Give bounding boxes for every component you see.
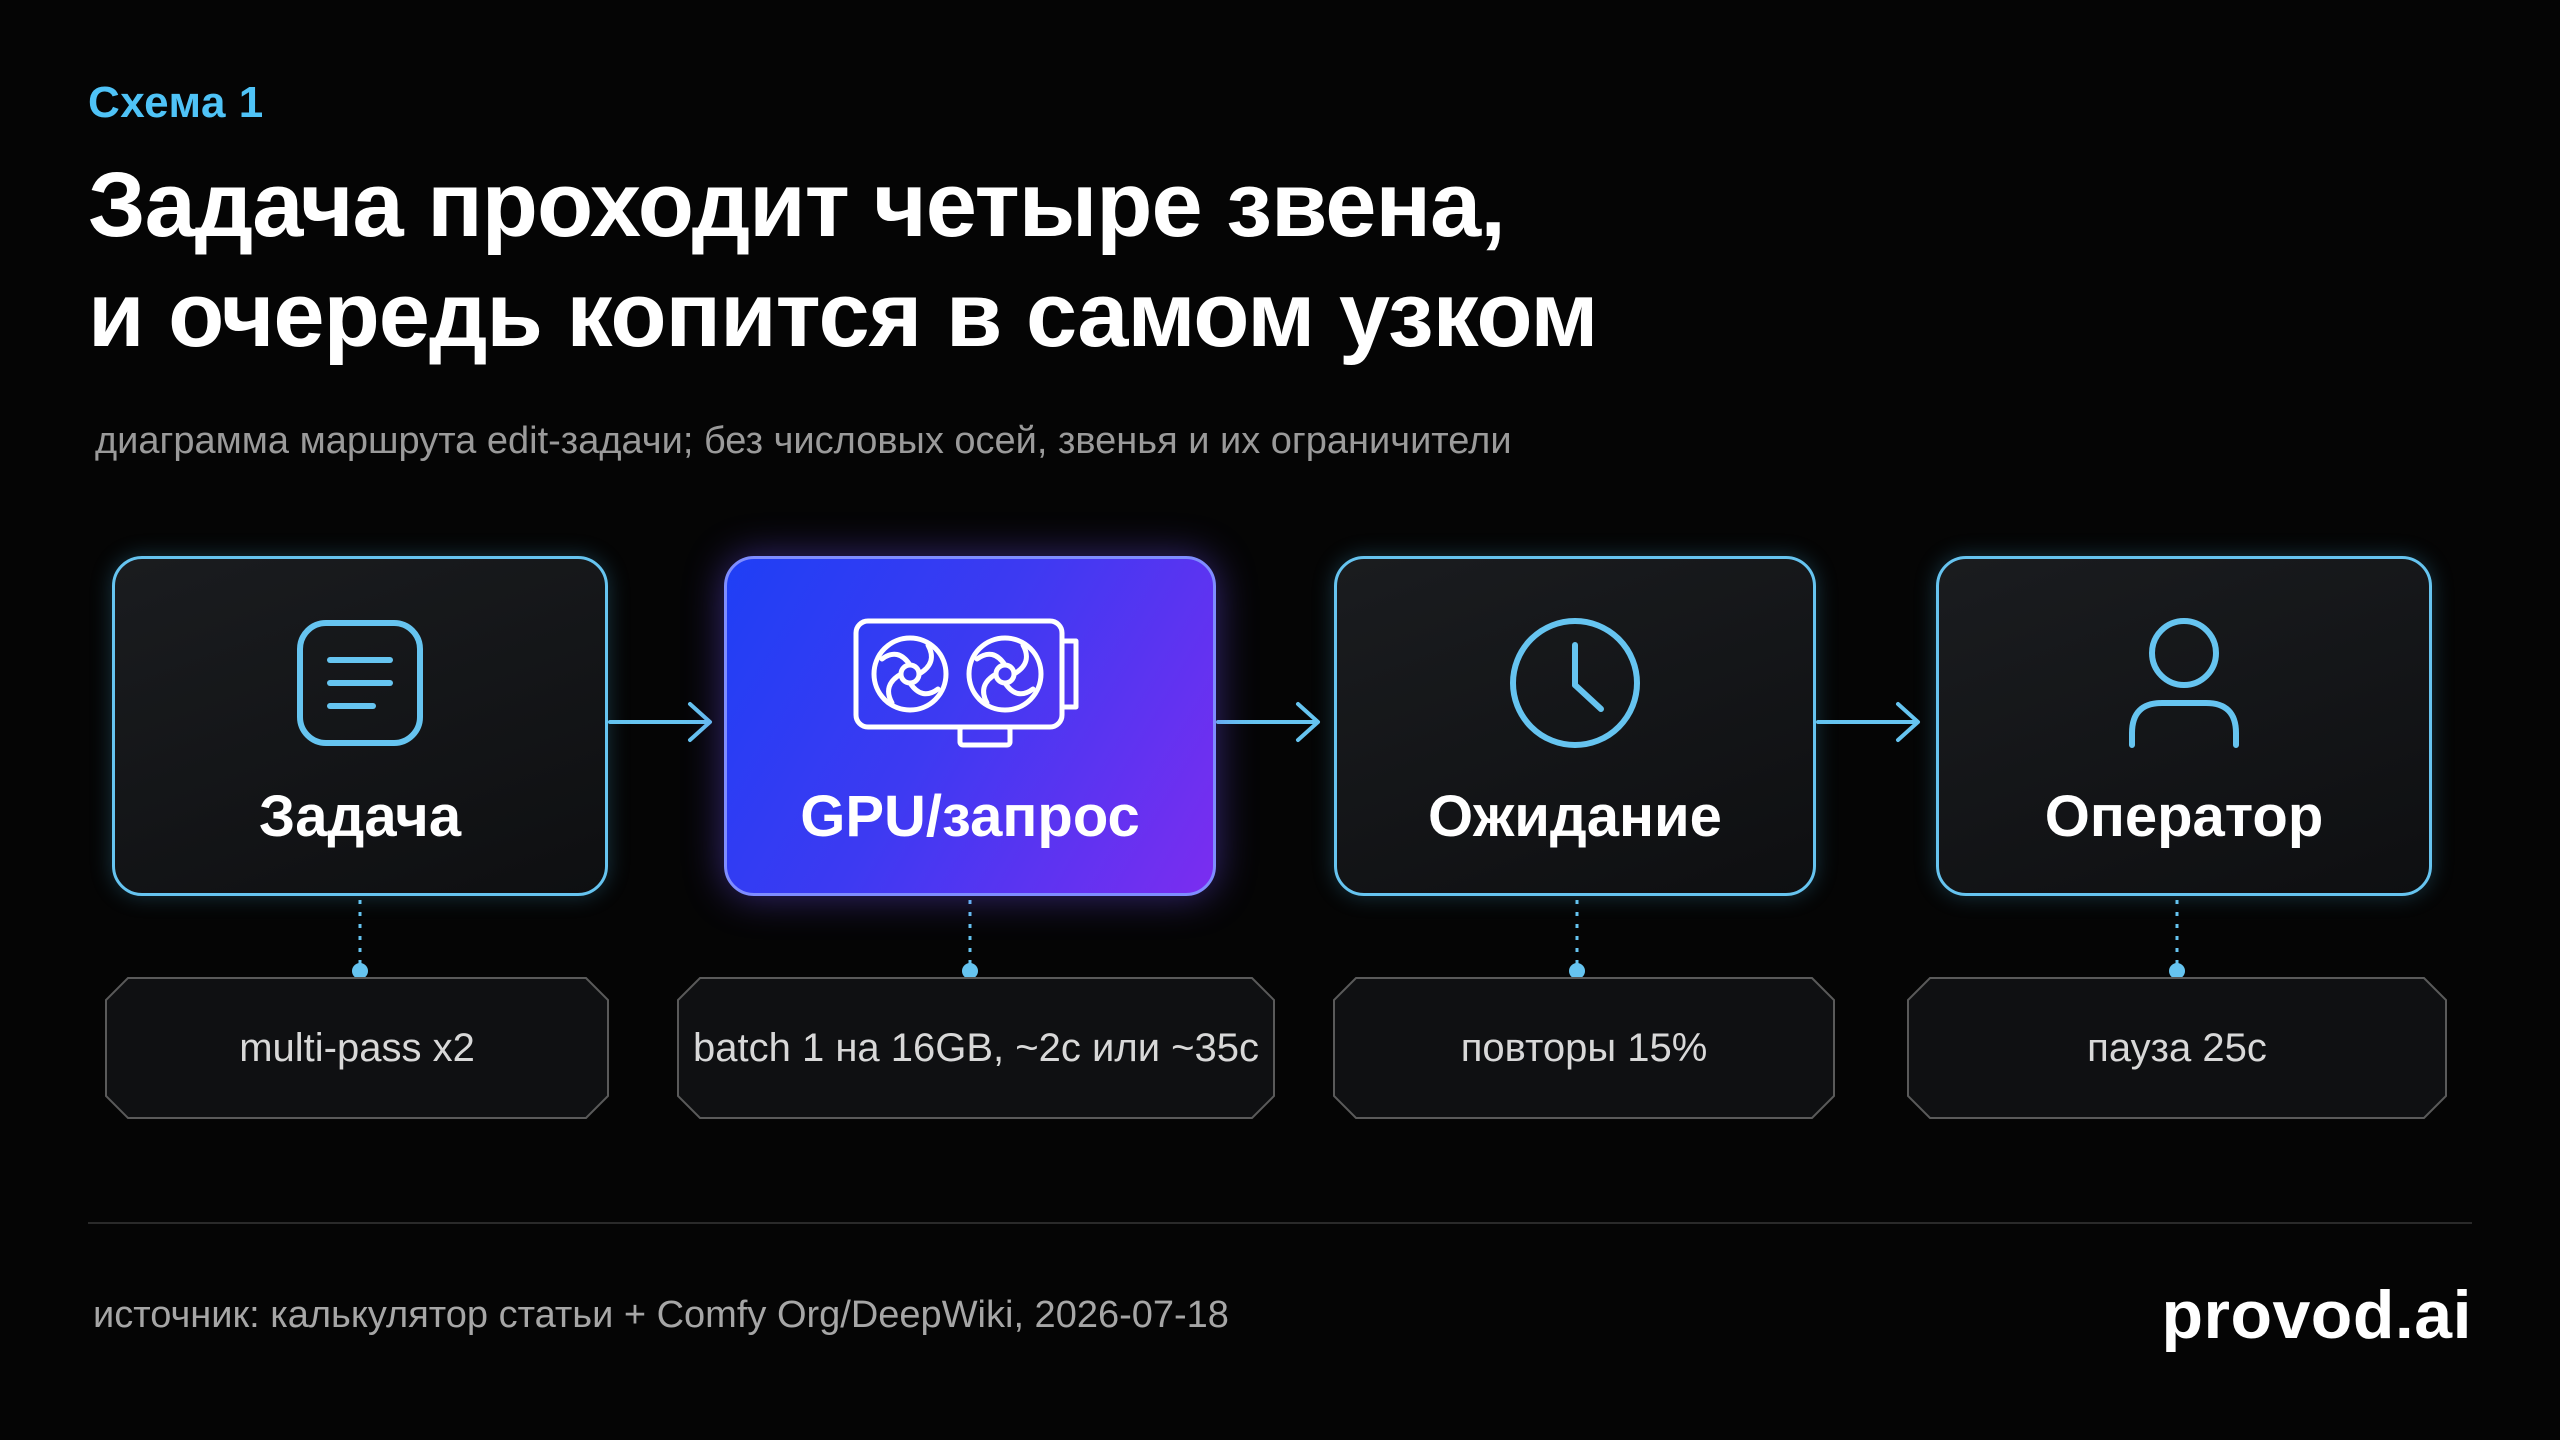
note-text: пауза 25с	[2087, 1025, 2267, 1070]
title-line-1: Задача проходит четыре звена,	[88, 154, 1506, 256]
note-text: повторы 15%	[1460, 1025, 1708, 1070]
step-label: Ожидание	[1428, 784, 1722, 849]
step-card-operator: Оператор	[1936, 556, 2432, 896]
step-label: Оператор	[2044, 784, 2324, 849]
kicker: Схема 1	[88, 78, 264, 127]
clock-icon	[1455, 613, 1695, 753]
arrow-2-icon	[1216, 702, 1320, 742]
note-frame	[1907, 977, 2447, 1119]
arrow-1-icon	[608, 702, 712, 742]
title-line-2: и очередь копится в самом узком	[88, 264, 1598, 366]
step-label: Задача	[258, 784, 462, 849]
arrow-3-icon	[1816, 702, 1920, 742]
page-title: Задача проходит четыре звена, и очередь …	[88, 150, 1598, 370]
step-card-wait: Ожидание	[1334, 556, 1816, 896]
source-note: источник: калькулятор статьи + Comfy Org…	[93, 1294, 1229, 1336]
step-label: GPU/запрос	[800, 784, 1140, 849]
subtitle: диаграмма маршрута edit-задачи; без числ…	[95, 420, 1512, 462]
footer-divider	[88, 1222, 2472, 1224]
note-wait: повторы 15%	[1332, 976, 1836, 1120]
note-text: multi-pass x2	[239, 1025, 475, 1070]
gpu-icon	[850, 613, 1090, 753]
note-gpu: batch 1 на 16GB, ~2с или ~35с	[676, 976, 1276, 1120]
note-text: batch 1 на 16GB, ~2с или ~35с	[693, 1025, 1259, 1070]
brand-logo: provod.ai	[2161, 1277, 2472, 1353]
note-task: multi-pass x2	[104, 976, 610, 1120]
note-frame	[677, 977, 1275, 1119]
note-operator: пауза 25с	[1906, 976, 2448, 1120]
note-frame	[1333, 977, 1835, 1119]
person-icon	[2064, 613, 2304, 753]
step-card-task: Задача	[112, 556, 608, 896]
document-icon	[240, 613, 480, 753]
step-card-gpu: GPU/запрос	[724, 556, 1216, 896]
note-frame	[105, 977, 609, 1119]
